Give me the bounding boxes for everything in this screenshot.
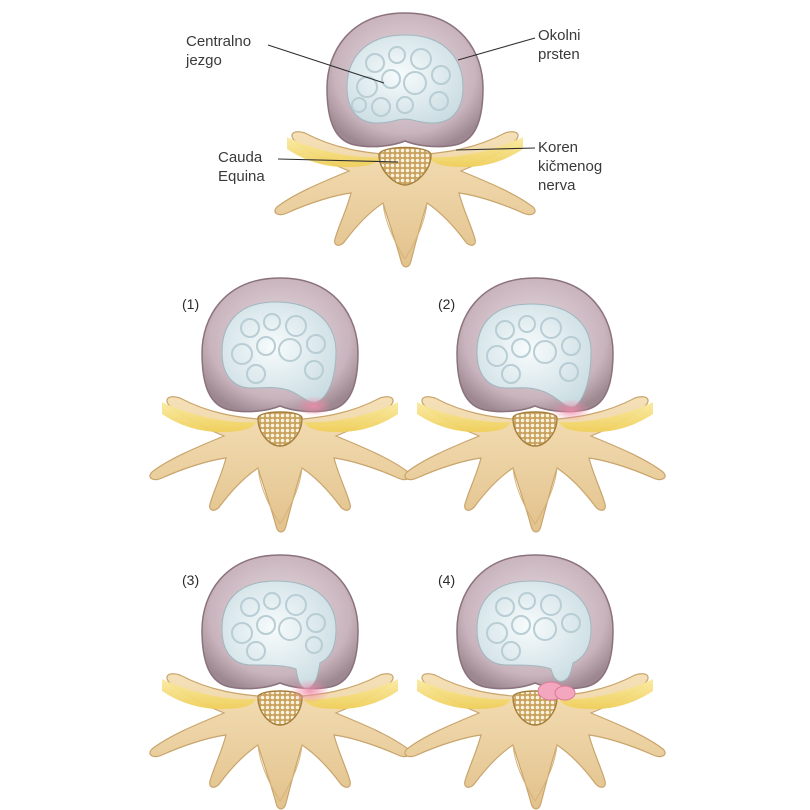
stage-1-label: (1) (182, 296, 200, 312)
stage-2-figure (404, 277, 666, 533)
annulus-label: Okolni prsten (538, 26, 581, 64)
annulus-label-line2: prsten (538, 46, 580, 63)
cauda-equina-shape (378, 146, 432, 186)
nerve-root-label-line3: nerva (538, 177, 576, 194)
stage-3-figure (149, 554, 411, 810)
normal-disc-figure (274, 12, 536, 268)
stage-2-label: (2) (438, 296, 456, 312)
nerve-root-label: Koren kičmenog nerva (538, 138, 602, 195)
nerve-root-label-line2: kičmenog (538, 158, 603, 175)
cauda-label-line1: Cauda (218, 149, 263, 166)
nucleus-label-line2: jezgo (186, 52, 222, 69)
leader-lines (267, 37, 536, 163)
cauda-label: Cauda Equina (218, 148, 265, 186)
stage-4-figure (404, 554, 666, 810)
nucleus-label-line1: Centralno (186, 33, 252, 50)
nerve-root-label-line1: Koren (538, 139, 579, 156)
nucleus-label: Centralno jezgo (186, 32, 251, 70)
annulus-label-line1: Okolni (538, 27, 581, 44)
stage-3-label: (3) (182, 572, 200, 588)
stage-1-figure (149, 277, 411, 533)
stage-4-label: (4) (438, 572, 456, 588)
cauda-label-line2: Equina (218, 168, 265, 185)
